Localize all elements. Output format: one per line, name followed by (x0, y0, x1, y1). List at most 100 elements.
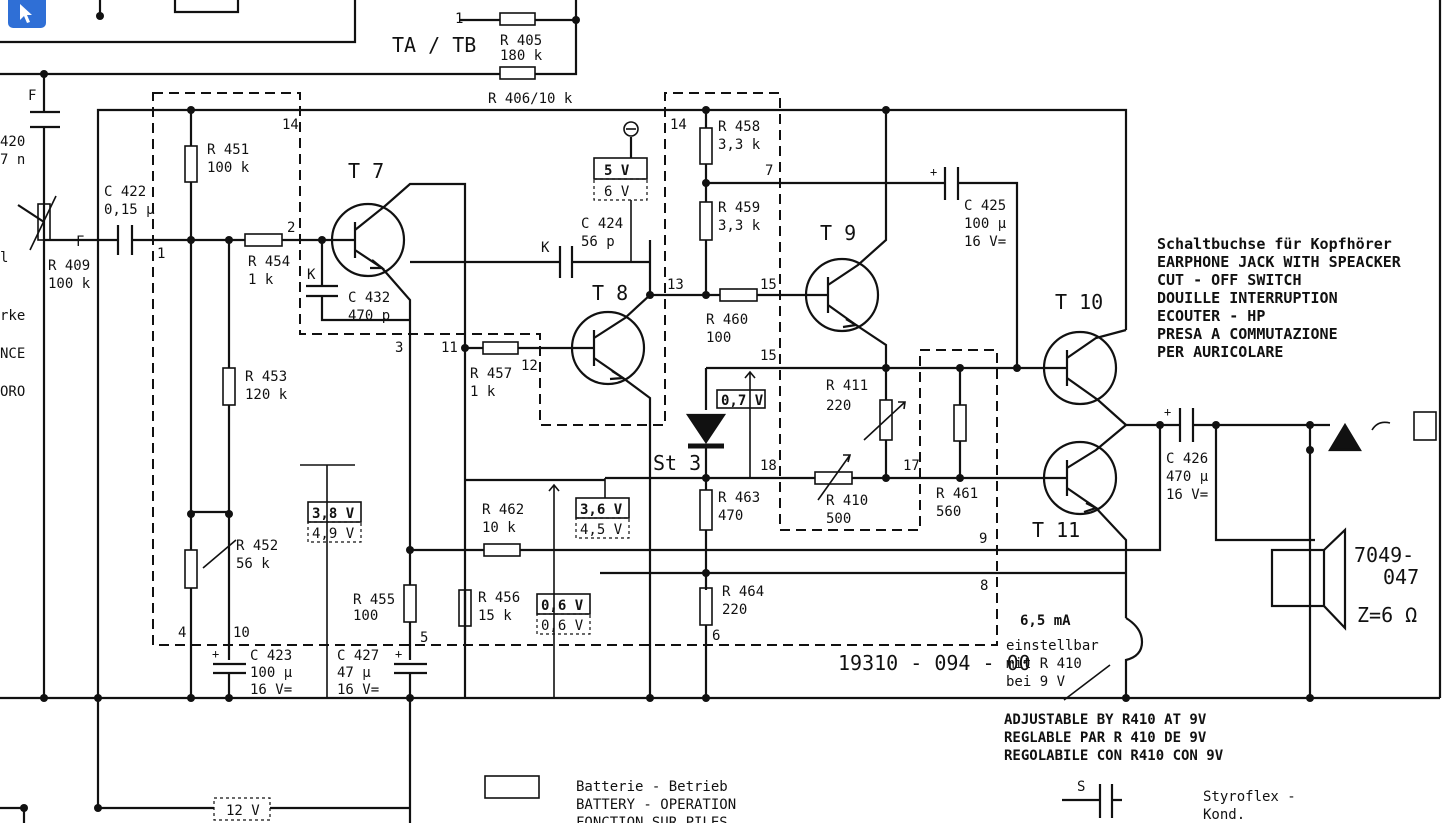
svg-text:ECOUTER - HP: ECOUTER - HP (1157, 307, 1265, 325)
adjust-note-fr: REGLABLE PAR R 410 DE 9V (1004, 730, 1207, 746)
t8-label: T 8 (592, 281, 628, 305)
r461-symbol (953, 404, 967, 442)
speaker-part-number: 7049- (1354, 543, 1414, 567)
r410-label: R 410 (826, 493, 868, 509)
cursor-arrow-icon (20, 4, 32, 23)
legend-battery-box (484, 775, 540, 799)
svg-text:15: 15 (760, 277, 777, 293)
pin-label: 1 (455, 11, 463, 27)
svg-text:18: 18 (760, 458, 777, 474)
svg-text:14: 14 (670, 117, 687, 133)
svg-text:l: l (0, 250, 8, 266)
voltage-0-7v: 0,7 V (721, 393, 764, 409)
board-id: 19310 - 094 - 00 (838, 651, 1031, 675)
r459-label: R 459 (718, 200, 760, 216)
svg-text:3,3 k: 3,3 k (718, 218, 761, 234)
svg-text:100: 100 (353, 608, 378, 624)
svg-text:5: 5 (420, 630, 428, 646)
t9-label: T 9 (820, 221, 856, 245)
r458-label: R 458 (718, 119, 760, 135)
svg-text:F: F (76, 234, 84, 250)
legend-styroflex-cap (1062, 784, 1122, 818)
speaker-impedance: Z=6 Ω (1357, 603, 1417, 627)
r451-label: R 451 (207, 142, 249, 158)
svg-text:+: + (930, 165, 937, 179)
svg-text:16 V=: 16 V= (1166, 487, 1208, 503)
earphone-jack (1328, 422, 1362, 452)
svg-text:15: 15 (760, 348, 777, 364)
c426-symbol (1178, 408, 1195, 442)
r464-symbol (699, 587, 713, 626)
r459-symbol (699, 201, 713, 241)
svg-text:10: 10 (233, 625, 250, 641)
svg-text:12: 12 (521, 358, 538, 374)
r411-label: R 411 (826, 378, 868, 394)
st3-label: St 3 (653, 451, 701, 475)
svg-text:2: 2 (287, 220, 295, 236)
c420-symbol (30, 110, 60, 129)
top-wire (0, 0, 357, 44)
earphone-note-en: EARPHONE JACK WITH SPEACKER (1157, 253, 1402, 271)
svg-text:470: 470 (718, 508, 743, 524)
svg-text:3,3 k: 3,3 k (718, 137, 761, 153)
svg-text:560: 560 (936, 504, 961, 520)
voltage-3-8v: 3,8 V (312, 506, 355, 522)
svg-text:11: 11 (441, 340, 458, 356)
r462-label: R 462 (482, 502, 524, 518)
voltage-3-6v: 3,6 V (580, 502, 623, 518)
c425-label: C 425 (964, 198, 1006, 214)
r452-symbol (184, 549, 198, 589)
svg-text:+: + (212, 647, 219, 661)
r454-label: R 454 (248, 254, 290, 270)
earphone-note-it: PRESA A COMMUTAZIONE (1157, 325, 1338, 343)
ta-tb-label: TA / TB (392, 33, 476, 57)
svg-text:CUT - OFF SWITCH: CUT - OFF SWITCH (1157, 271, 1302, 289)
r455-symbol (403, 584, 417, 623)
svg-text:ORO: ORO (0, 384, 25, 400)
svg-text:470 p: 470 p (348, 308, 390, 324)
voltage-12v: 12 V (226, 803, 260, 819)
r460-label: R 460 (706, 312, 748, 328)
r457-label: R 457 (470, 366, 512, 382)
svg-text:470 µ: 470 µ (1166, 469, 1209, 485)
svg-text:0,6 V: 0,6 V (541, 618, 584, 634)
voltage-4-9v: 4,9 V (312, 526, 355, 542)
c425-symbol (943, 167, 960, 200)
r457-symbol (482, 341, 519, 355)
r461-label: R 461 (936, 486, 978, 502)
r406-label: R 406/10 k (488, 91, 573, 107)
svg-text:220: 220 (722, 602, 747, 618)
svg-text:56 p: 56 p (581, 234, 615, 250)
t7-label: T 7 (348, 159, 384, 183)
svg-text:100 µ: 100 µ (964, 216, 1007, 232)
svg-text:16 V=: 16 V= (250, 682, 292, 698)
c427-label: C 427 (337, 648, 379, 664)
pointer-tool-button[interactable] (8, 0, 46, 28)
voltage-0-6v: 0,6 V (541, 598, 584, 614)
svg-text:120 k: 120 k (245, 387, 288, 403)
r405-value: 180 k (500, 48, 543, 64)
legend-styroflex: Styroflex - (1203, 789, 1296, 805)
r406-symbol (499, 66, 536, 80)
voltage-6v: 6 V (604, 184, 630, 200)
t9-transistor (804, 257, 880, 333)
c420-label: 420 (0, 134, 25, 150)
r452-label: R 452 (236, 538, 278, 554)
svg-text:0,15 µ: 0,15 µ (104, 202, 155, 218)
r464-label: R 464 (722, 584, 764, 600)
svg-text:1: 1 (157, 246, 165, 262)
earphone-note-de: Schaltbuchse für Kopfhörer (1157, 235, 1392, 253)
svg-text:16 V=: 16 V= (337, 682, 379, 698)
t11-label: T 11 (1032, 518, 1080, 542)
bias-current: 6,5 mA (1020, 613, 1071, 629)
svg-text:15 k: 15 k (478, 608, 512, 624)
t10-label: T 10 (1055, 290, 1103, 314)
t11-transistor (1042, 440, 1118, 516)
svg-text:1 k: 1 k (470, 384, 496, 400)
c423-label: C 423 (250, 648, 292, 664)
adjust-note-it: REGOLABILE CON R410 CON 9V (1004, 748, 1224, 764)
r462-symbol (483, 543, 521, 557)
r458-symbol (699, 127, 713, 165)
r410-symbol (814, 471, 853, 485)
adjust-note-en: ADJUSTABLE BY R410 AT 9V (1004, 712, 1207, 728)
